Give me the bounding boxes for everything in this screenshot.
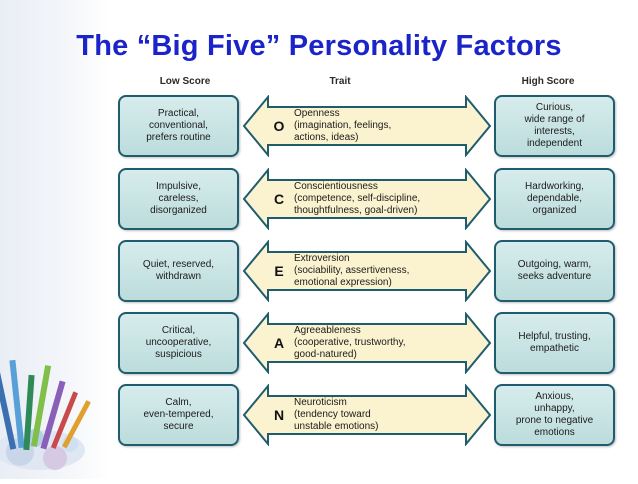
trait-arrow-neuroticism: N Neuroticism (tendency toward unstable … xyxy=(242,384,492,446)
low-score-text: Calm, even-tempered, secure xyxy=(143,397,214,432)
trait-letter: C xyxy=(273,191,285,207)
high-score-text: Curious, wide range of interests, indepe… xyxy=(524,102,585,149)
high-score-text: Hardworking, dependable, organized xyxy=(525,181,584,216)
low-score-text: Impulsive, careless, disorganized xyxy=(150,181,207,216)
low-score-box-agreeableness: Critical, uncooperative, suspicious xyxy=(118,312,239,374)
low-score-box-neuroticism: Calm, even-tempered, secure xyxy=(118,384,239,446)
high-score-text: Anxious, unhappy, prone to negative emot… xyxy=(515,391,594,438)
colored-pencils-icon xyxy=(0,340,110,479)
high-score-box-extroversion: Outgoing, warm, seeks adventure xyxy=(494,240,615,302)
low-score-box-openness: Practical, conventional, prefers routine xyxy=(118,95,239,157)
trait-letter: E xyxy=(274,263,284,279)
trait-header: Trait xyxy=(329,76,351,87)
trait-description: Neuroticism (tendency toward unstable em… xyxy=(294,397,379,432)
page-title: The “Big Five” Personality Factors xyxy=(76,30,562,62)
low-score-text: Quiet, reserved, withdrawn xyxy=(142,259,215,282)
trait-description: Conscientiousness (competence, self-disc… xyxy=(294,181,421,216)
trait-arrow-agreeableness: A Agreeableness (cooperative, trustworth… xyxy=(242,312,492,374)
high-score-box-neuroticism: Anxious, unhappy, prone to negative emot… xyxy=(494,384,615,446)
low-score-box-extroversion: Quiet, reserved, withdrawn xyxy=(118,240,239,302)
trait-arrow-extroversion: E Extroversion (sociability, assertivene… xyxy=(242,240,492,302)
high-score-box-agreeableness: Helpful, trusting, empathetic xyxy=(494,312,615,374)
high-score-header: High Score xyxy=(521,76,575,87)
high-score-text: Helpful, trusting, empathetic xyxy=(518,331,591,354)
high-score-box-conscientiousness: Hardworking, dependable, organized xyxy=(494,168,615,230)
low-score-header: Low Score xyxy=(159,76,211,87)
trait-description: Extroversion (sociability, assertiveness… xyxy=(294,253,410,288)
trait-description: Openness (imagination, feelings, actions… xyxy=(294,108,392,143)
trait-arrow-conscientiousness: C Conscientiousness (competence, self-di… xyxy=(242,168,492,230)
low-score-box-conscientiousness: Impulsive, careless, disorganized xyxy=(118,168,239,230)
high-score-box-openness: Curious, wide range of interests, indepe… xyxy=(494,95,615,157)
trait-description: Agreeableness (cooperative, trustworthy,… xyxy=(294,325,406,360)
low-score-text: Critical, uncooperative, suspicious xyxy=(145,325,212,360)
high-score-text: Outgoing, warm, seeks adventure xyxy=(517,259,592,282)
low-score-text: Practical, conventional, prefers routine xyxy=(146,108,211,143)
trait-arrow-openness: O Openness (imagination, feelings, actio… xyxy=(242,95,492,157)
trait-letter: N xyxy=(273,407,285,423)
trait-letter: A xyxy=(273,335,285,351)
trait-letter: O xyxy=(273,118,285,134)
